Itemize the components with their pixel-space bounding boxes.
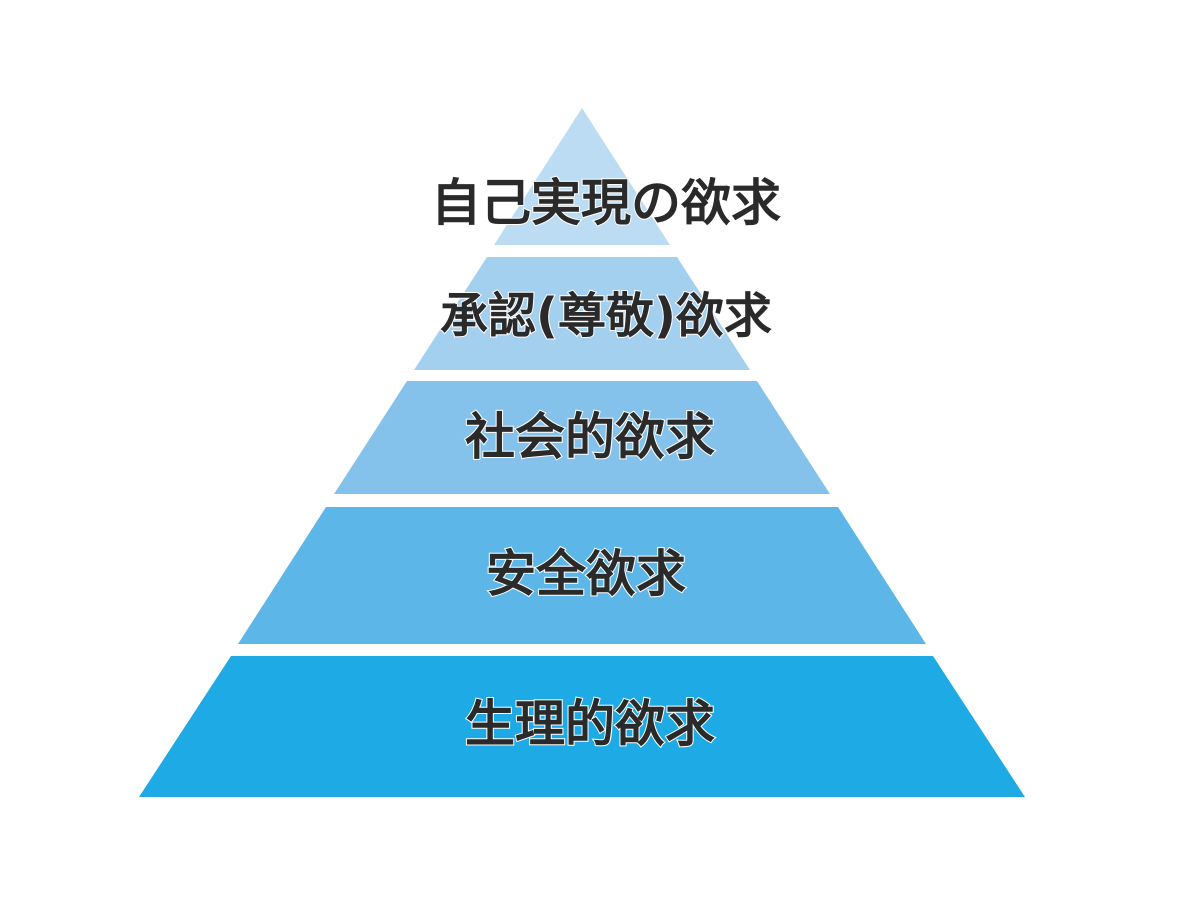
tier-label-physiological: 生理的欲求 <box>465 695 715 753</box>
tier-label-social: 社会的欲求 <box>465 408 715 466</box>
tier-esteem <box>414 257 750 370</box>
tier-label-safety: 安全欲求 <box>486 545 686 603</box>
tier-social <box>334 381 830 494</box>
tier-self-actualization <box>494 108 670 245</box>
tier-safety <box>238 507 926 644</box>
tier-physiological <box>139 656 1025 797</box>
tier-label-self-actualization: 自己実現の欲求 <box>431 174 781 232</box>
tier-label-esteem: 承認(尊敬)欲求 <box>440 288 772 344</box>
